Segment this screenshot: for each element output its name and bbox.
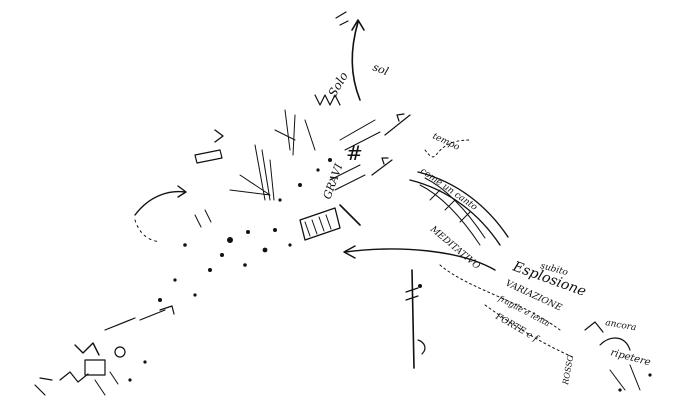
- top-curve-arrow: [335, 11, 365, 101]
- left-flank-marks: [34, 305, 175, 396]
- label-sol: sol: [371, 61, 391, 79]
- label-tempo: tempo: [431, 132, 462, 153]
- vertical-glyph-stack: [405, 269, 426, 369]
- right-wing-band: [409, 139, 652, 392]
- label-rosso: ROSSO: [561, 354, 575, 386]
- dense-mark-cluster: [158, 94, 411, 302]
- label-solo: Solo: [325, 70, 350, 100]
- label-meditativo: MEDITATIVO: [427, 224, 482, 272]
- label-gravi: GRAVI: [321, 161, 346, 201]
- return-arrow: [343, 245, 496, 271]
- left-curve-arrow: [134, 185, 187, 243]
- label-sharp: #: [346, 141, 363, 165]
- label-ancora: ancora: [604, 318, 637, 333]
